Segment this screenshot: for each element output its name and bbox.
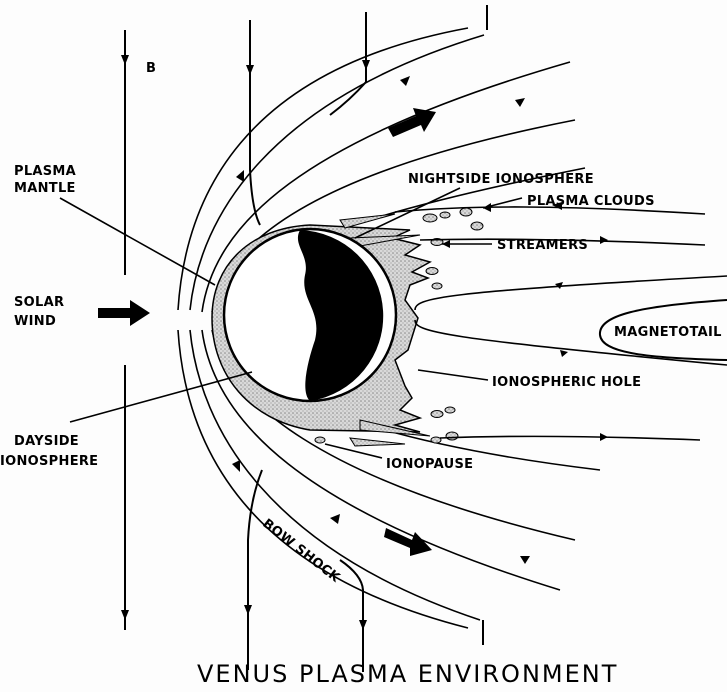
label-ionopause: IONOPAUSE bbox=[386, 457, 473, 472]
label-plasma-mantle-1: PLASMA bbox=[14, 164, 76, 179]
solar-wind-arrow bbox=[98, 300, 150, 326]
label-solar-wind-1: SOLAR bbox=[14, 295, 64, 310]
venus-planet bbox=[224, 229, 396, 401]
label-dayside-ionosphere-1: DAYSIDE bbox=[14, 434, 79, 449]
label-dayside-ionosphere-2: IONOSPHERE bbox=[0, 454, 98, 469]
field-line-2-lower bbox=[248, 470, 262, 670]
label-plasma-mantle-2: MANTLE bbox=[14, 181, 76, 196]
label-solar-wind-2: WIND bbox=[14, 314, 56, 329]
label-plasma-clouds: PLASMA CLOUDS bbox=[527, 194, 655, 209]
label-ionospheric-hole: IONOSPHERIC HOLE bbox=[492, 375, 641, 390]
label-nightside-ionosphere: NIGHTSIDE IONOSPHERE bbox=[408, 172, 594, 187]
diagram-title: VENUS PLASMA ENVIRONMENT bbox=[197, 660, 618, 688]
field-line-2-upper bbox=[250, 20, 260, 225]
label-b-field: B bbox=[146, 61, 156, 76]
field-line-3-lower bbox=[340, 560, 363, 672]
label-magnetotail: MAGNETOTAIL bbox=[614, 325, 722, 340]
label-streamers: STREAMERS bbox=[497, 238, 588, 253]
outflow-arrow-upper bbox=[388, 108, 436, 137]
